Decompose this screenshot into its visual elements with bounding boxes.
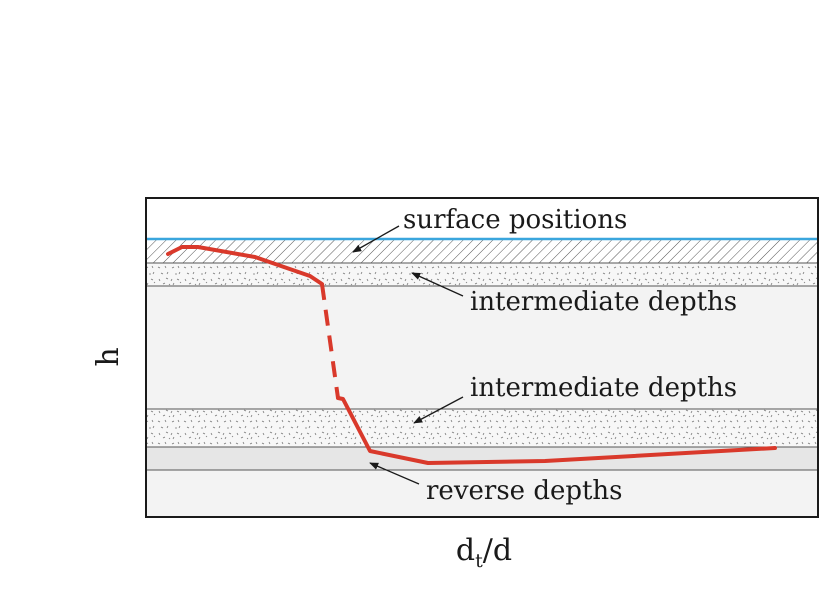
arrow-reverse (369, 462, 420, 485)
curve-dashed-middle (320, 283, 340, 399)
layer-bands (146, 198, 818, 517)
band-dividers (146, 262, 818, 471)
arrow-intermediate-lower (413, 396, 464, 424)
label-intermediate-lower: intermediate depths (470, 373, 737, 403)
lower-intermediate-band (146, 409, 818, 447)
curve-solid-lower (336, 396, 777, 465)
depth-curve (166, 245, 777, 465)
x-axis-label-subscript: t (475, 550, 483, 572)
reverse-band (146, 447, 818, 470)
bottom-band (146, 470, 818, 517)
label-reverse-depths: reverse depths (426, 476, 623, 506)
x-axis-label-main: d (456, 533, 475, 568)
x-axis-label: dt/d (456, 533, 512, 572)
arrow-intermediate-upper (411, 272, 464, 297)
x-axis-label-rest: /d (483, 533, 512, 568)
label-intermediate-upper: intermediate depths (470, 287, 737, 317)
arrow-surface (352, 225, 400, 253)
surface-band-white (146, 198, 818, 239)
upper-intermediate-band (146, 263, 818, 286)
curve-solid-upper (166, 245, 324, 286)
surface-hatch-band (146, 240, 818, 263)
annotation-arrows (352, 225, 464, 485)
middle-band (146, 286, 818, 409)
label-surface-positions: surface positions (403, 205, 627, 235)
diagram-frame (145, 197, 819, 518)
y-axis-label: h (91, 347, 126, 366)
